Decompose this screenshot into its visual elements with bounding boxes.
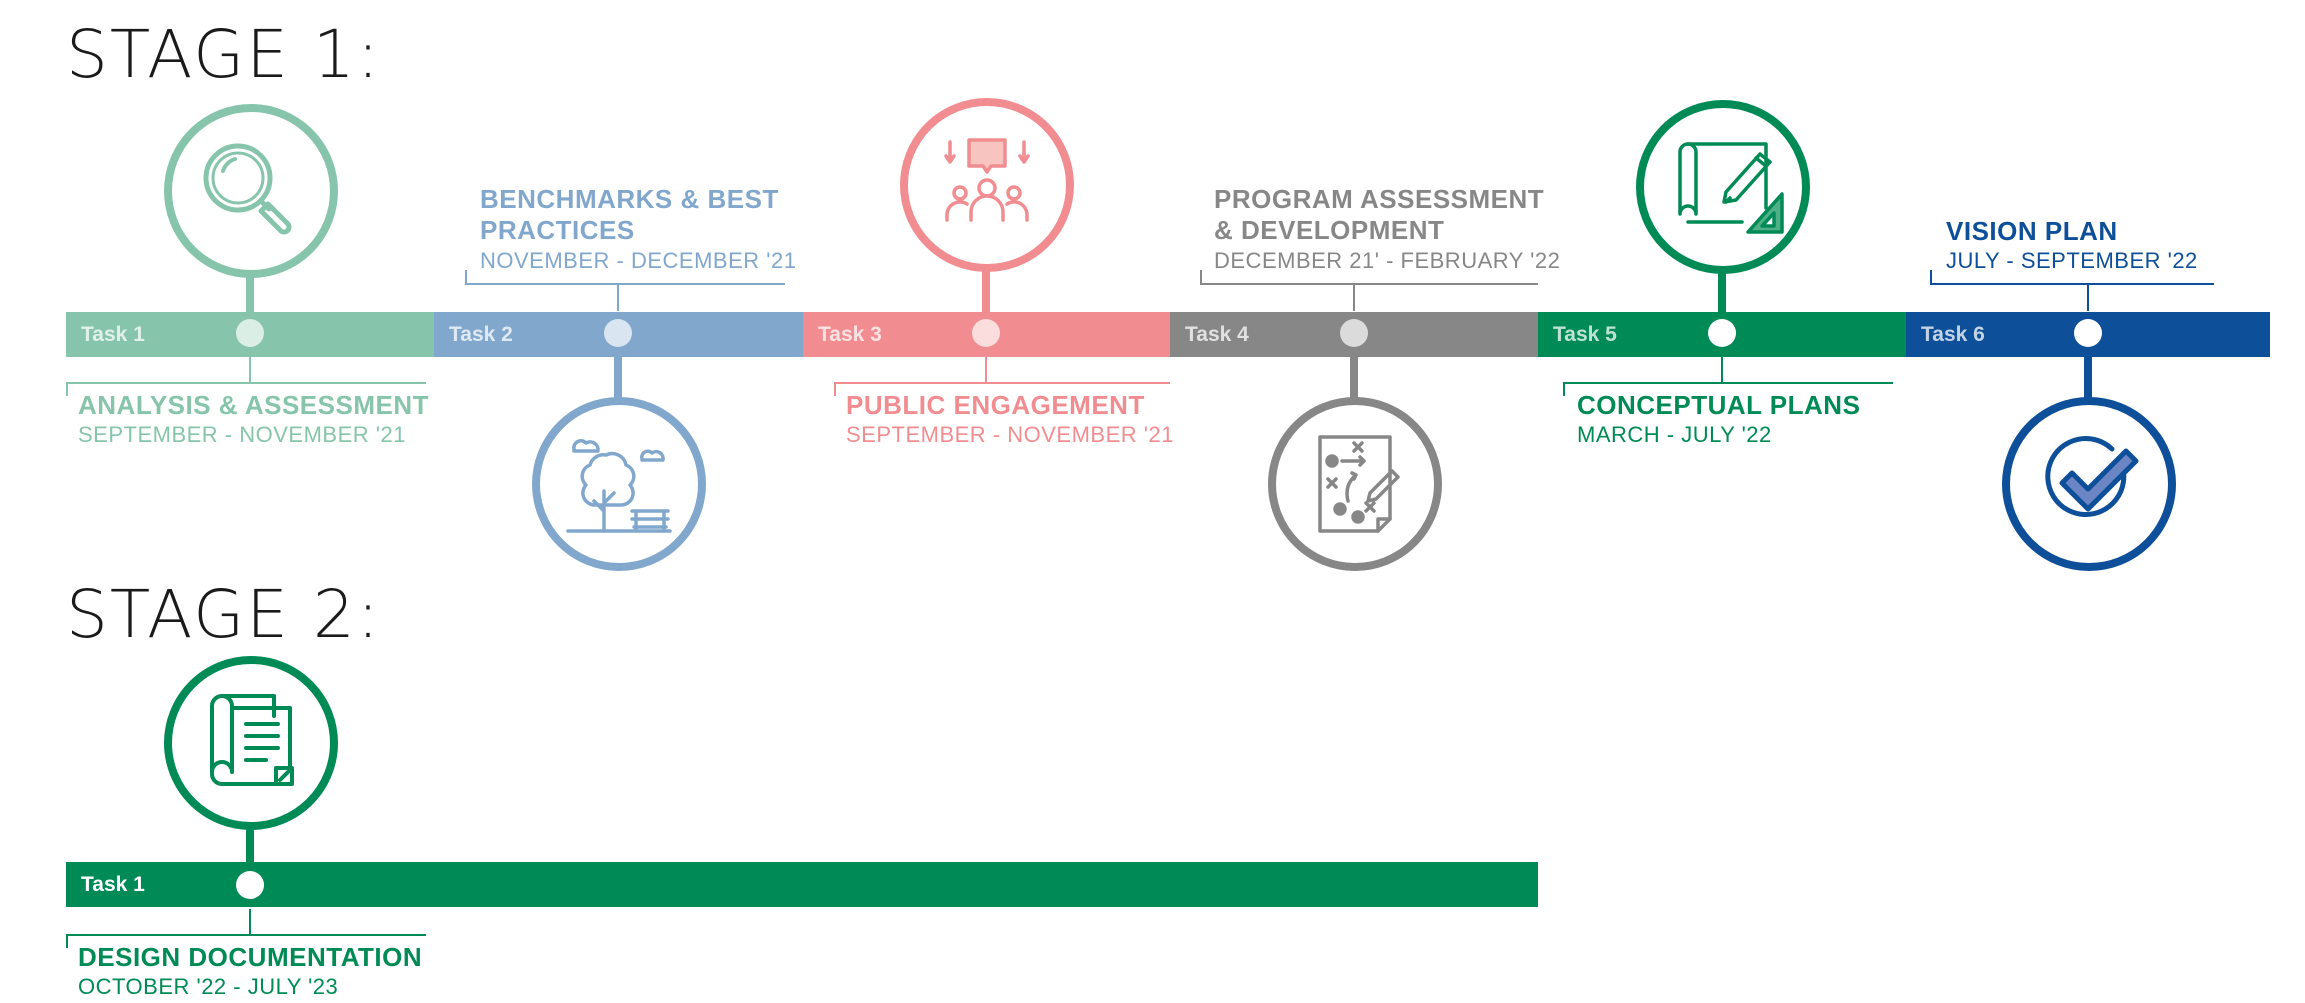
connector-line <box>985 357 987 383</box>
task-label: Task 4 <box>1185 323 1249 346</box>
label-bracket <box>465 283 785 285</box>
stage-2-task-1-icon-circle <box>164 656 338 830</box>
label-bracket <box>1200 270 1202 284</box>
task-4-title-line-2: & DEVELOPMENT <box>1214 215 1445 245</box>
connector-line <box>246 822 254 864</box>
task-label: Task 6 <box>1921 323 1985 346</box>
magnifier-icon <box>203 143 292 235</box>
task-4-icon-circle <box>1268 397 1442 571</box>
task-3-title: PUBLIC ENGAGEMENT <box>846 390 1145 420</box>
community-icon <box>944 138 1030 222</box>
park-icon <box>566 439 672 533</box>
task-4-title-line-1: PROGRAM ASSESSMENT <box>1214 184 1545 214</box>
connector-line <box>2087 283 2089 311</box>
connector-line <box>249 909 251 935</box>
task-2-title-line-1: BENCHMARKS & BEST <box>480 184 779 214</box>
stage-1-task-3-bar: Task 3 <box>803 312 1170 357</box>
label-bracket <box>1563 382 1893 384</box>
stage-2-task-1-bar: Task 1 <box>66 862 1538 907</box>
timeline-dot <box>2074 319 2102 347</box>
stage-2-task-1-date: OCTOBER '22 - JULY '23 <box>78 974 339 999</box>
task-3-date: SEPTEMBER - NOVEMBER '21 <box>846 422 1174 447</box>
connector-line <box>249 357 251 383</box>
timeline-dot <box>236 871 264 899</box>
task-4-date: DECEMBER 21' - FEBRUARY '22 <box>1214 248 1561 273</box>
label-bracket <box>66 382 68 396</box>
task-6-date: JULY - SEPTEMBER '22 <box>1946 248 2198 273</box>
strategy-plan-icon <box>1318 435 1400 533</box>
task-2-icon-circle <box>532 397 706 571</box>
label-bracket <box>66 382 426 384</box>
connector-line <box>1350 357 1358 399</box>
task-1-title: ANALYSIS & ASSESSMENT <box>78 390 429 420</box>
label-bracket <box>66 934 426 936</box>
task-1-icon-circle <box>164 104 338 278</box>
document-scroll-icon <box>210 694 294 786</box>
timeline-dot <box>604 319 632 347</box>
stage-1-title: STAGE 1: <box>66 16 382 93</box>
task-label: Task 1 <box>81 873 145 896</box>
task-3-icon-circle <box>900 98 1074 272</box>
task-6-title: VISION PLAN <box>1946 216 2118 246</box>
timeline-dot <box>1708 319 1736 347</box>
connector-line <box>246 270 254 312</box>
timeline-dot <box>972 319 1000 347</box>
checkmark-icon <box>2045 436 2139 518</box>
task-5-date: MARCH - JULY '22 <box>1577 422 1772 447</box>
connector-line <box>1718 270 1726 312</box>
connector-line <box>982 270 990 312</box>
timeline-dot <box>1340 319 1368 347</box>
task-5-title: CONCEPTUAL PLANS <box>1577 390 1861 420</box>
label-bracket <box>1200 283 1538 285</box>
task-2-title-line-2: PRACTICES <box>480 215 635 245</box>
connector-line <box>1721 357 1723 383</box>
label-bracket <box>66 934 68 948</box>
task-label: Task 1 <box>81 323 145 346</box>
task-1-date: SEPTEMBER - NOVEMBER '21 <box>78 422 406 447</box>
label-bracket <box>465 270 467 284</box>
label-bracket <box>834 382 836 396</box>
stage-2-title: STAGE 2: <box>66 576 382 653</box>
label-bracket <box>1563 382 1565 396</box>
task-6-icon-circle <box>2002 397 2176 571</box>
connector-line <box>1353 283 1355 311</box>
connector-line <box>614 357 622 399</box>
task-5-icon-circle <box>1636 100 1810 274</box>
task-label: Task 2 <box>449 323 513 346</box>
label-bracket <box>1930 283 2214 285</box>
stage-2-task-1-title: DESIGN DOCUMENTATION <box>78 942 423 972</box>
task-label: Task 3 <box>818 323 882 346</box>
task-label: Task 5 <box>1553 323 1617 346</box>
timeline-dot <box>236 319 264 347</box>
task-2-date: NOVEMBER - DECEMBER '21 <box>480 248 797 273</box>
label-bracket <box>1930 270 1932 284</box>
blueprint-drafting-icon <box>1678 142 1784 234</box>
connector-line <box>617 283 619 311</box>
connector-line <box>2084 357 2092 399</box>
label-bracket <box>834 382 1170 384</box>
